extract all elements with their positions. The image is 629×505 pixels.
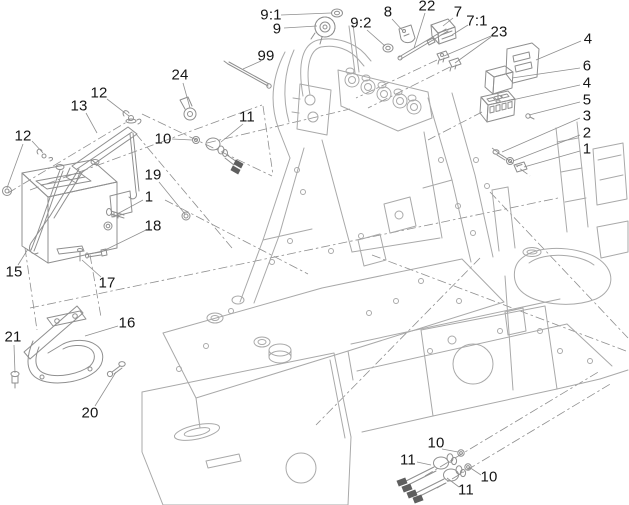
- leader-line-21: [13, 344, 16, 374]
- machine-frame-drawing: [141, 24, 629, 505]
- callout-label-11-33: 11: [458, 481, 474, 499]
- leader-line-4: [535, 40, 582, 61]
- leader-line-11: [416, 461, 432, 466]
- callout-label-6-24: 6: [582, 57, 592, 75]
- battery-assembly-drawing: [2, 110, 191, 264]
- callout-label-9-1-0: 9:1: [260, 6, 282, 24]
- callout-label-4-23: 4: [583, 30, 593, 48]
- callout-label-9-2-17: 9:2: [350, 14, 372, 32]
- leader-line-6: [511, 67, 581, 79]
- callout-label-11-8: 11: [239, 108, 255, 126]
- callout-label-16-14: 16: [118, 314, 136, 332]
- callout-label-15-12: 15: [5, 263, 23, 281]
- leader-line-10: [171, 138, 193, 141]
- leader-line-12: [31, 140, 44, 154]
- bottom-sensor-parts-drawing: [401, 449, 472, 500]
- callout-label-10-30: 10: [427, 434, 445, 452]
- bottom-sensor-connector-tips: [396, 477, 424, 504]
- callout-label-23-22: 23: [490, 23, 508, 41]
- leader-line-10: [441, 448, 459, 453]
- guard-bracket-drawing: [10, 305, 126, 389]
- callout-label-18-11: 18: [144, 217, 162, 235]
- leader-line-13: [85, 112, 98, 134]
- leader-line-24: [182, 82, 191, 109]
- callout-label-21-15: 21: [4, 328, 22, 346]
- callout-label-1-29: 1: [582, 140, 592, 158]
- leader-line-15: [17, 248, 29, 266]
- leader-line-10: [468, 466, 482, 476]
- sensor-connector-tips: [230, 159, 244, 175]
- callout-label-10-7: 10: [154, 130, 172, 148]
- leader-line-7: [442, 17, 454, 27]
- callout-label-2-28: 2: [582, 124, 592, 142]
- callout-label-10-32: 10: [480, 468, 498, 486]
- callout-label-24-3: 24: [171, 66, 189, 84]
- leader-line-99: [242, 60, 262, 70]
- callout-label-8-18: 8: [383, 3, 393, 21]
- leader-line-4: [511, 84, 581, 101]
- callout-label-3-27: 3: [582, 107, 592, 125]
- leader-line-9-2: [366, 29, 386, 47]
- callout-label-7-20: 7: [453, 3, 463, 21]
- callout-label-99-2: 99: [257, 47, 275, 65]
- leader-line-12: [6, 143, 24, 189]
- callout-label-7-1-21: 7:1: [466, 12, 488, 30]
- leader-line-11: [446, 477, 460, 488]
- relay-fuse-parts-drawing: [479, 42, 540, 173]
- callout-label-9-1: 9: [272, 20, 282, 38]
- leader-line-1: [118, 199, 144, 214]
- leader-line-19: [158, 181, 186, 215]
- callout-label-11-31: 11: [400, 451, 416, 469]
- leader-line-18: [100, 229, 147, 253]
- leader-line-9: [283, 25, 318, 29]
- leader-line-11: [220, 123, 244, 143]
- leader-line-16: [84, 325, 119, 337]
- callout-label-19-9: 19: [144, 166, 162, 184]
- leader-line-17: [81, 259, 102, 278]
- callout-label-5-26: 5: [582, 91, 592, 109]
- callout-label-1-10: 1: [144, 188, 154, 206]
- leader-line-5: [528, 101, 581, 116]
- callout-label-4-25: 4: [582, 74, 592, 92]
- leader-line-20: [94, 371, 117, 407]
- leader-lines-layer: [6, 12, 582, 488]
- leader-line-2: [512, 134, 581, 162]
- callout-label-17-13: 17: [98, 274, 116, 292]
- callout-label-13-5: 13: [70, 97, 88, 115]
- leader-line-1: [523, 150, 581, 168]
- leader-line-9-1: [280, 12, 332, 16]
- leader-line-3: [501, 117, 581, 153]
- callout-label-12-4: 12: [90, 84, 108, 102]
- leader-line-23: [443, 35, 492, 57]
- callout-label-20-16: 20: [81, 404, 99, 422]
- leader-line-7-1: [451, 24, 469, 36]
- leader-line-23: [454, 36, 492, 64]
- leader-line-12: [106, 98, 130, 117]
- callout-label-12-6: 12: [14, 127, 32, 145]
- callout-label-22-19: 22: [418, 0, 436, 15]
- leader-line-8: [391, 18, 404, 32]
- leader-line-22: [413, 12, 426, 49]
